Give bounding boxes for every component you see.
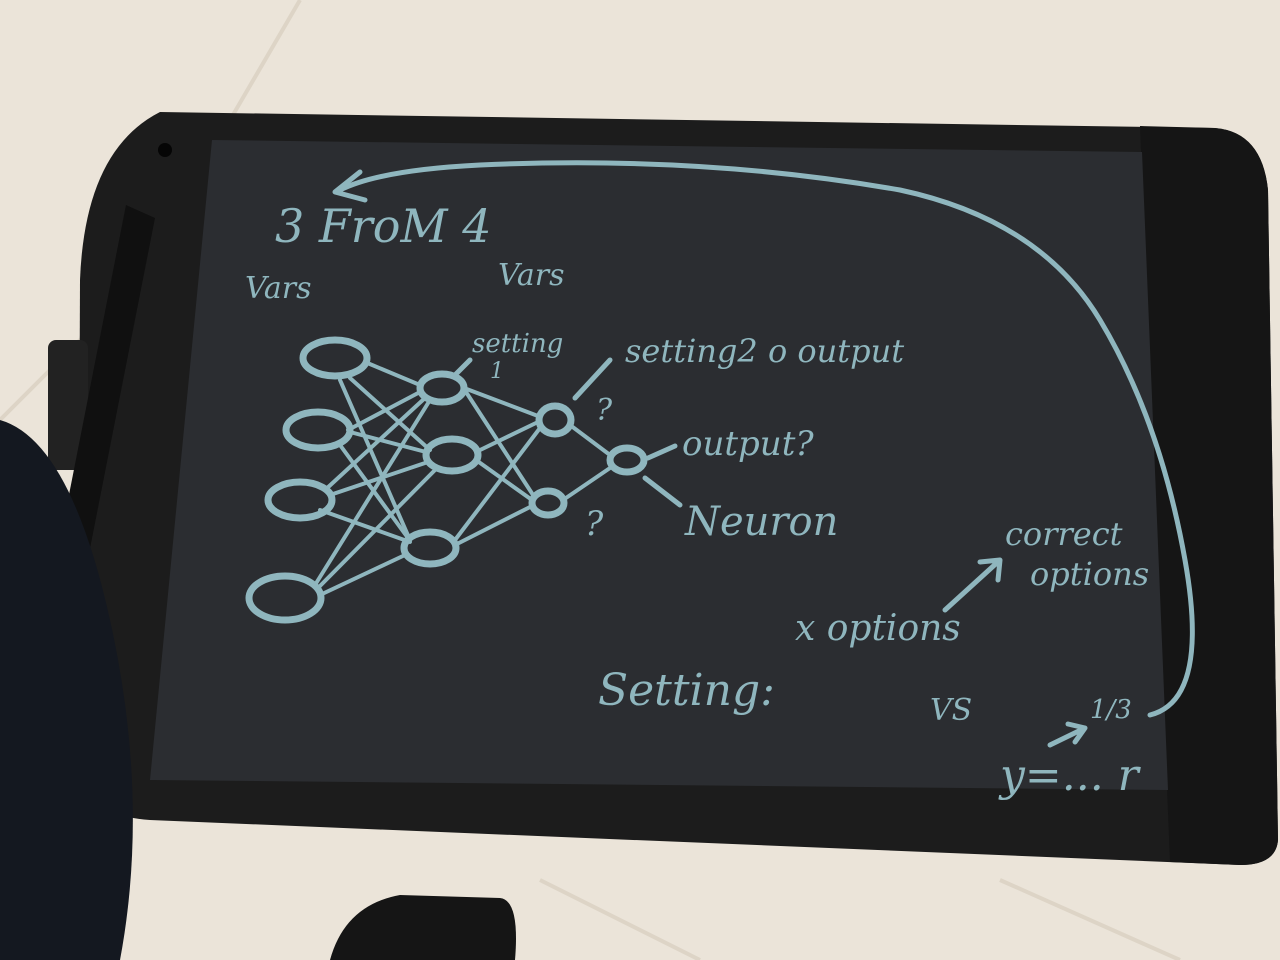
- label-formula: y=... r: [998, 750, 1142, 801]
- label-output-question: output?: [682, 424, 814, 464]
- label-neuron: Neuron: [684, 499, 838, 545]
- arrow-curve: [337, 160, 1195, 718]
- writing-screen: [150, 140, 1168, 790]
- label-x-options: x options: [795, 608, 961, 649]
- input-node-3: [264, 478, 336, 522]
- connections: [313, 360, 612, 597]
- hidden2-node-2: [528, 487, 568, 519]
- title-text: 3 FroM 4: [275, 199, 491, 253]
- label-setting: Setting:: [598, 665, 775, 716]
- label-setting-1: setting: [472, 329, 563, 359]
- label-left-vars: Vars: [245, 271, 312, 306]
- hidden-node-3: [400, 528, 460, 568]
- label-options: options: [1030, 555, 1149, 593]
- question-mark-top: ?: [596, 393, 613, 428]
- hidden2-node-1: [535, 402, 575, 438]
- pointer-neuron: [642, 475, 683, 508]
- label-correct: correct: [1005, 515, 1123, 553]
- output-node: [606, 444, 648, 476]
- pointer-setting2: [572, 357, 613, 401]
- pointer-output: [645, 443, 678, 461]
- label-right-vars: Vars: [498, 258, 565, 293]
- tablet-hole: [158, 143, 172, 157]
- arrow-head-top: [332, 169, 368, 203]
- tablet-side-button: [48, 340, 88, 470]
- desk-grain: [0, 0, 1181, 960]
- pointer-setting1: [452, 357, 473, 378]
- tablet-hinge: [1140, 126, 1278, 865]
- black-object: [330, 895, 516, 960]
- question-mark-bottom: ?: [585, 504, 604, 544]
- arrow-to-fraction: [1047, 721, 1088, 748]
- arrow-to-correct: [942, 557, 1003, 613]
- input-node-4: [245, 572, 325, 624]
- label-setting-1-number: 1: [490, 359, 504, 384]
- hidden-node-2: [422, 435, 482, 475]
- label-vs: VS: [930, 693, 972, 728]
- input-node-1: [299, 336, 371, 380]
- cloth: [0, 420, 133, 960]
- label-setting-2-output: setting2 o output: [625, 332, 904, 370]
- label-fraction: 1/3: [1090, 695, 1132, 725]
